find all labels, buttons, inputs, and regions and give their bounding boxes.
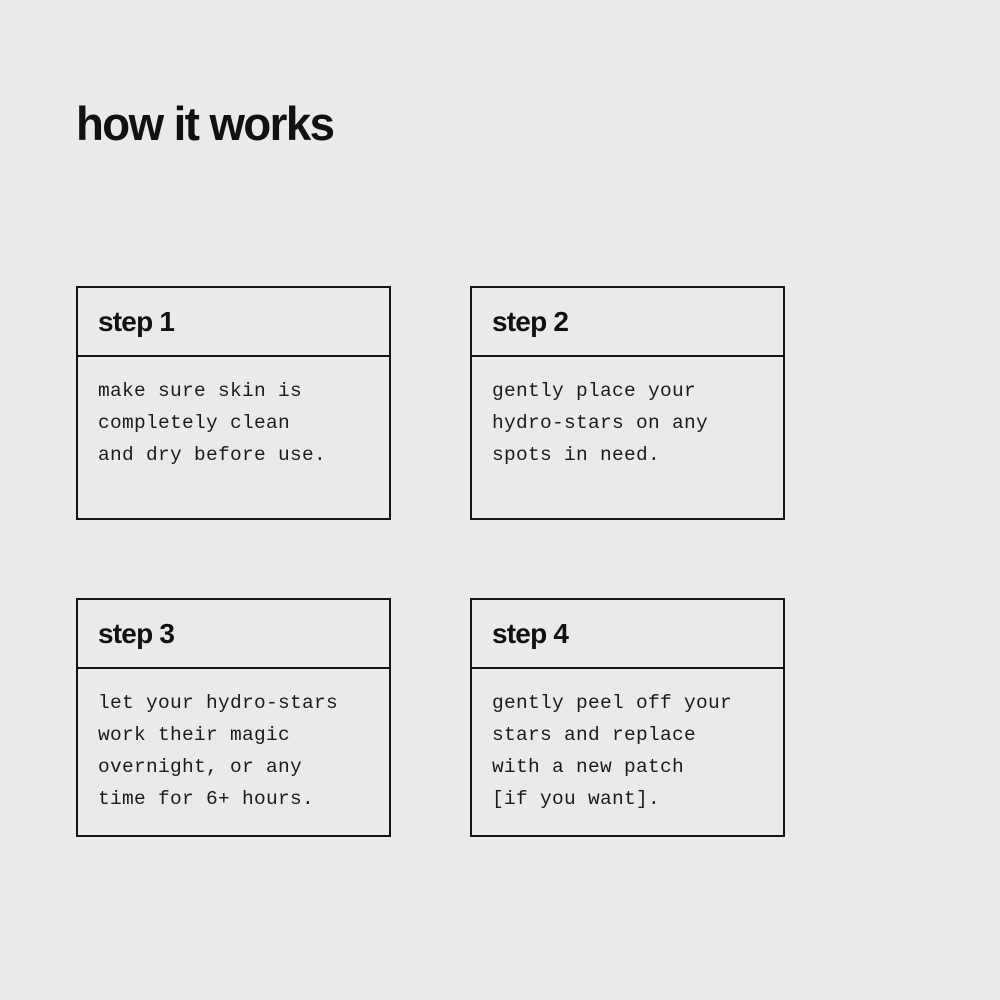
steps-row-1: step 1 make sure skin is completely clea… bbox=[76, 286, 788, 520]
step-2-label: step 2 bbox=[492, 305, 569, 337]
step-1-header: step 1 bbox=[78, 288, 389, 357]
steps-row-2: step 3 let your hydro-stars work their m… bbox=[76, 598, 788, 837]
page-title: how it works bbox=[76, 97, 335, 150]
step-2-body: gently place your hydro-stars on any spo… bbox=[492, 380, 709, 466]
step-3-header: step 3 bbox=[78, 600, 389, 669]
steps-grid: step 1 make sure skin is completely clea… bbox=[76, 286, 788, 837]
step-4-label: step 4 bbox=[492, 617, 569, 649]
step-4-header: step 4 bbox=[472, 600, 783, 669]
step-card-3: step 3 let your hydro-stars work their m… bbox=[76, 598, 391, 837]
step-card-4: step 4 gently peel off your stars and re… bbox=[470, 598, 785, 837]
step-3-body: let your hydro-stars work their magic ov… bbox=[98, 692, 339, 810]
step-card-1: step 1 make sure skin is completely clea… bbox=[76, 286, 391, 520]
step-2-header: step 2 bbox=[472, 288, 783, 357]
step-4-body: gently peel off your stars and replace w… bbox=[492, 692, 733, 810]
step-1-label: step 1 bbox=[98, 305, 175, 337]
step-3-label: step 3 bbox=[98, 617, 175, 649]
step-card-2: step 2 gently place your hydro-stars on … bbox=[470, 286, 785, 520]
step-1-body: make sure skin is completely clean and d… bbox=[98, 380, 327, 466]
